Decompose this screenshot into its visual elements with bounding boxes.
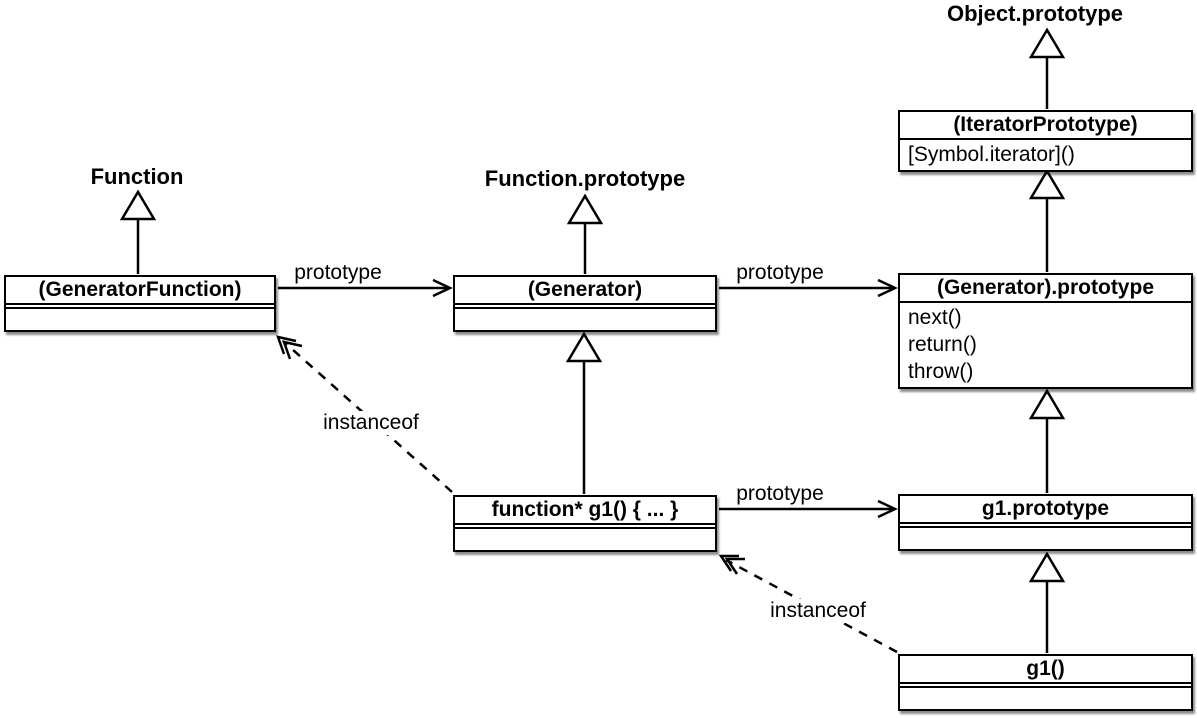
class-members-generator-function bbox=[6, 307, 274, 330]
prototype-arrow-generatorfunction-to-generator bbox=[278, 278, 453, 298]
label-function-object: Function bbox=[90, 164, 184, 189]
member-return: return() bbox=[908, 333, 977, 356]
class-box-g1-call: g1() bbox=[898, 654, 1193, 711]
class-members-function-g1 bbox=[455, 527, 715, 550]
class-title-function-g1: function* g1() { ... } bbox=[455, 497, 715, 525]
member-next: next() bbox=[908, 306, 962, 329]
class-box-generator-function: (GeneratorFunction) bbox=[4, 275, 276, 332]
inheritance-arrow-g1call-to-g1prototype bbox=[1028, 551, 1066, 653]
class-members-generator-prototype: next() return() throw() bbox=[900, 303, 1191, 387]
class-title-g1-call: g1() bbox=[900, 656, 1191, 684]
class-box-generator: (Generator) bbox=[453, 275, 717, 332]
edge-label-prototype-middle: prototype bbox=[736, 261, 824, 284]
class-title-generator: (Generator) bbox=[455, 277, 715, 305]
instanceof-arrow-g1call-to-g1function bbox=[718, 554, 898, 654]
class-members-iterator-prototype: [Symbol.iterator]() bbox=[900, 140, 1191, 170]
prototype-arrow-generator-to-generatorprototype bbox=[719, 278, 898, 298]
class-box-iterator-prototype: (IteratorPrototype) [Symbol.iterator]() bbox=[898, 110, 1193, 172]
label-object-prototype-object: Object.prototype bbox=[946, 1, 1124, 26]
inheritance-arrow-g1function-to-generator bbox=[565, 331, 603, 494]
inheritance-arrow-iteratorprototype-to-objectprototype bbox=[1028, 27, 1066, 109]
class-members-g1-call bbox=[900, 686, 1191, 709]
class-members-g1-prototype bbox=[900, 526, 1191, 549]
inheritance-arrow-generatorprototype-to-iteratorprototype bbox=[1028, 168, 1066, 272]
edge-label-prototype-left: prototype bbox=[294, 261, 382, 284]
label-function-prototype-object: Function.prototype bbox=[484, 166, 686, 191]
member-throw: throw() bbox=[908, 360, 974, 383]
class-title-generator-prototype: (Generator).prototype bbox=[900, 275, 1191, 303]
class-members-generator bbox=[455, 307, 715, 330]
prototype-arrow-g1function-to-g1prototype bbox=[719, 499, 898, 519]
class-box-generator-prototype: (Generator).prototype next() return() th… bbox=[898, 273, 1193, 389]
class-box-function-g1: function* g1() { ... } bbox=[453, 495, 717, 552]
inheritance-arrow-g1prototype-to-generatorprototype bbox=[1028, 388, 1066, 493]
edge-label-prototype-lower: prototype bbox=[736, 482, 824, 505]
inheritance-arrow-generator-to-functionprototype bbox=[566, 193, 604, 274]
instanceof-arrow-g1function-to-generatorfunction bbox=[276, 335, 453, 493]
inheritance-arrow-generatorfunction-to-function bbox=[119, 189, 157, 274]
member-symbol-iterator: [Symbol.iterator]() bbox=[908, 143, 1075, 166]
edge-label-instanceof-lower: instanceof bbox=[766, 599, 870, 623]
class-title-generator-function: (GeneratorFunction) bbox=[6, 277, 274, 305]
edge-label-instanceof-upper: instanceof bbox=[319, 411, 423, 435]
class-title-g1-prototype: g1.prototype bbox=[900, 496, 1191, 524]
class-title-iterator-prototype: (IteratorPrototype) bbox=[900, 112, 1191, 140]
class-box-g1-prototype: g1.prototype bbox=[898, 494, 1193, 551]
